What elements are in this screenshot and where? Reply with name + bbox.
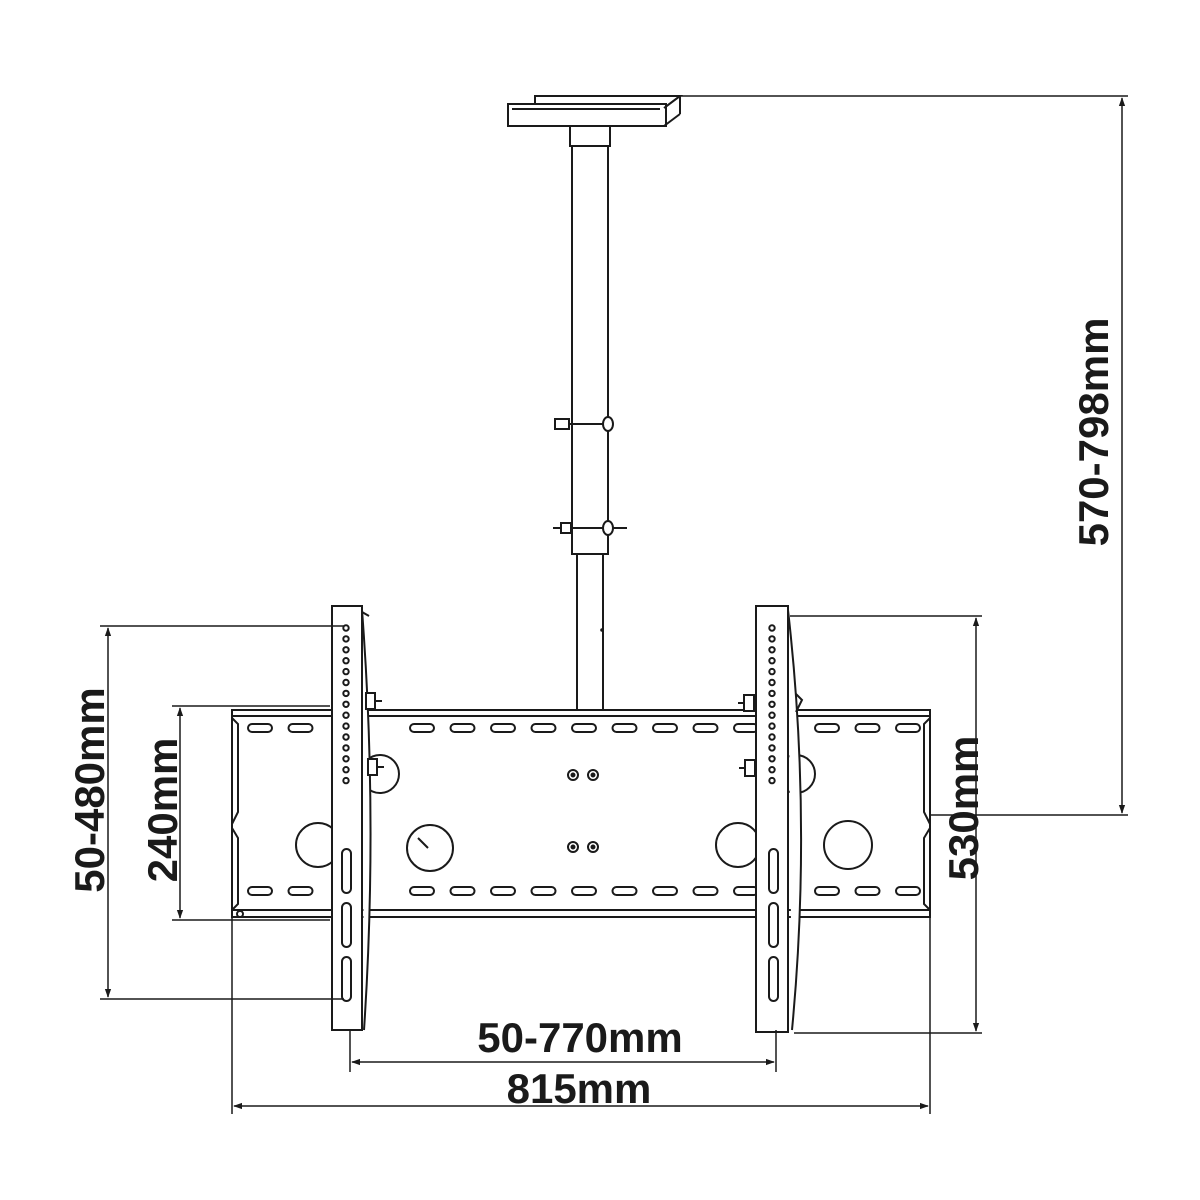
left-arm-holes bbox=[342, 624, 350, 785]
plate-slot bbox=[571, 886, 597, 896]
label-vertical-hole-range: 50-480mm bbox=[66, 687, 113, 892]
arm-hole bbox=[342, 635, 350, 643]
plate-slot bbox=[692, 886, 719, 896]
arm-hole bbox=[768, 635, 776, 643]
arm-hole bbox=[768, 733, 776, 741]
plate-slot bbox=[611, 723, 638, 733]
arm-hole bbox=[768, 744, 776, 752]
arm-hole bbox=[342, 678, 350, 687]
plate-slot bbox=[652, 886, 678, 896]
plate-slot bbox=[652, 723, 678, 733]
center-screws bbox=[567, 769, 599, 853]
plate-slot bbox=[409, 723, 435, 733]
plate-slot bbox=[530, 886, 557, 896]
plate-slot bbox=[814, 723, 840, 733]
plate-slot bbox=[814, 886, 840, 896]
plate-slot bbox=[854, 886, 881, 896]
dimline-horizontal-hole-range bbox=[349, 1030, 777, 1072]
plate-slot bbox=[733, 723, 759, 733]
pole-pin-upper bbox=[554, 416, 614, 432]
arm-hole bbox=[342, 766, 350, 774]
plate-slot bbox=[449, 886, 476, 896]
plate-slot bbox=[895, 886, 921, 896]
arm-hole bbox=[768, 711, 776, 719]
arm-hole bbox=[768, 657, 776, 665]
plate-slot bbox=[287, 723, 314, 733]
label-plate-width: 815mm bbox=[507, 1065, 652, 1112]
arm-hole bbox=[768, 667, 776, 676]
arm-hole bbox=[768, 722, 776, 730]
arm-hole bbox=[768, 646, 776, 654]
arm-hole bbox=[768, 700, 776, 708]
label-arm-height: 530mm bbox=[940, 736, 987, 881]
plate-slot bbox=[733, 886, 759, 896]
arm-hole bbox=[342, 667, 350, 676]
arm-hole bbox=[342, 744, 350, 752]
plate-slot bbox=[895, 723, 921, 733]
arm-hole bbox=[768, 755, 776, 763]
plate-slot bbox=[692, 723, 719, 733]
arm-hole bbox=[342, 711, 350, 719]
dimline-arm-height bbox=[790, 615, 982, 1034]
plate-slot bbox=[449, 723, 476, 733]
arm-hole bbox=[342, 733, 350, 741]
dimline-plate-height bbox=[172, 705, 330, 921]
arm-hole bbox=[342, 646, 350, 654]
label-total-height: 570-798mm bbox=[1070, 318, 1117, 547]
arm-hole bbox=[768, 776, 776, 785]
plate-slot bbox=[247, 886, 273, 896]
ceiling-plate bbox=[507, 95, 683, 147]
arm-hole bbox=[342, 624, 350, 632]
plate-slot bbox=[490, 886, 516, 896]
plate-slot bbox=[530, 723, 557, 733]
dimline-plate-width bbox=[231, 918, 931, 1114]
plate-slots-bottom bbox=[247, 886, 921, 896]
dimline-vertical-hole-range bbox=[100, 625, 344, 1000]
plate-slot bbox=[409, 886, 435, 896]
plate-slot bbox=[854, 723, 881, 733]
label-plate-height: 240mm bbox=[139, 738, 186, 883]
right-arm-holes bbox=[768, 624, 776, 785]
pole-pin-lower bbox=[553, 520, 627, 536]
right-arm-slots bbox=[768, 848, 779, 1002]
arm-hole bbox=[768, 678, 776, 687]
plate-slot bbox=[490, 723, 516, 733]
dimline-total-height bbox=[680, 95, 1128, 816]
arm-hole bbox=[342, 657, 350, 665]
plate-slot bbox=[571, 723, 597, 733]
arm-hole bbox=[342, 776, 350, 785]
arm-hole bbox=[768, 689, 776, 698]
arm-hole bbox=[342, 722, 350, 730]
left-arm-slots bbox=[341, 848, 352, 1002]
arm-hole bbox=[768, 766, 776, 774]
plate-slots-top bbox=[247, 723, 921, 733]
plate-slot bbox=[287, 886, 314, 896]
arm-hole bbox=[342, 755, 350, 763]
telescopic-pole bbox=[553, 145, 627, 711]
arm-hole bbox=[768, 624, 776, 632]
arm-hole bbox=[342, 689, 350, 698]
plate-slot bbox=[611, 886, 638, 896]
arm-hole bbox=[342, 700, 350, 708]
label-horizontal-hole-range: 50-770mm bbox=[477, 1014, 682, 1061]
plate-slot bbox=[247, 723, 273, 733]
